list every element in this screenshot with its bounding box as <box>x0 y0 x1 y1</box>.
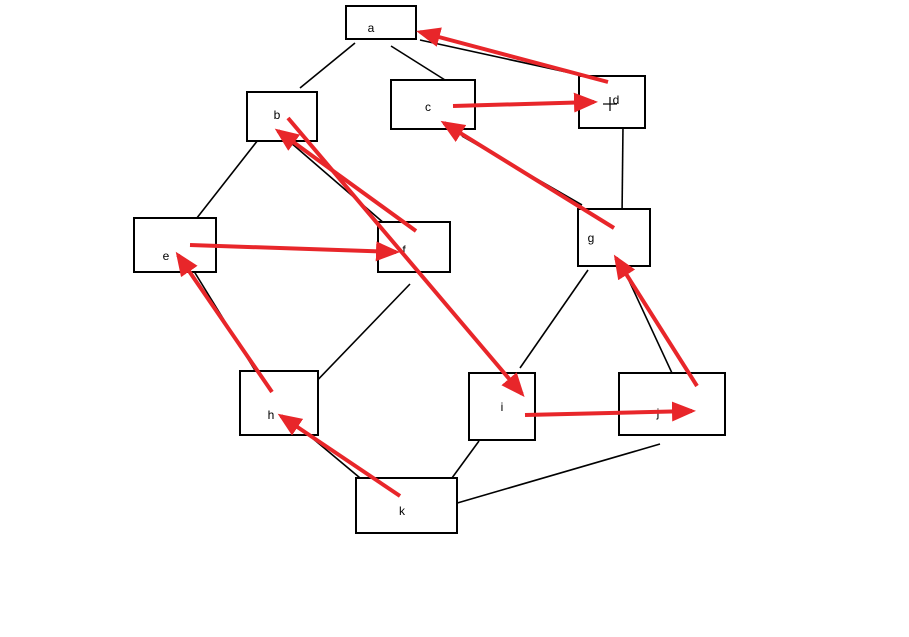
node-label: b <box>274 108 281 122</box>
arrow-i-to-j <box>524 401 696 422</box>
node-label: d <box>613 93 620 107</box>
arrow-j-to-g <box>613 254 699 388</box>
node-label: a <box>368 21 375 35</box>
node-box <box>345 5 417 40</box>
edge-j-k <box>446 443 661 507</box>
node-j[interactable]: j <box>618 372 726 436</box>
arrow-h-to-e <box>175 251 274 394</box>
node-label: h <box>268 408 275 422</box>
node-label: f <box>402 243 406 257</box>
crosshair-icon <box>603 97 617 111</box>
node-box <box>618 372 726 436</box>
arrow-d-to-a <box>416 27 609 84</box>
arrow-f-to-b <box>274 128 418 233</box>
node-g[interactable]: g <box>577 208 651 267</box>
node-label: g <box>588 231 595 245</box>
node-a[interactable]: a <box>345 5 417 40</box>
edge-g-i <box>519 269 589 369</box>
edge-f-h <box>307 283 411 391</box>
node-label: i <box>501 400 504 414</box>
edge-a-b <box>299 42 356 89</box>
arrow-e-to-f <box>189 241 400 262</box>
node-k[interactable]: k <box>355 477 458 534</box>
node-box <box>239 370 319 436</box>
node-box <box>355 477 458 534</box>
node-label: c <box>425 100 431 114</box>
arrow-k-to-h <box>277 413 402 498</box>
edge-g-j <box>624 271 679 387</box>
node-label: k <box>399 504 406 518</box>
edge-a-c <box>390 45 446 81</box>
arrow-b-to-i <box>286 116 525 398</box>
edge-d-g <box>621 125 624 218</box>
node-h[interactable]: h <box>239 370 319 436</box>
arrow-c-to-d <box>452 92 598 113</box>
node-i[interactable]: i <box>468 372 536 441</box>
node-label: e <box>163 249 170 263</box>
arrow-g-to-c <box>440 120 616 230</box>
